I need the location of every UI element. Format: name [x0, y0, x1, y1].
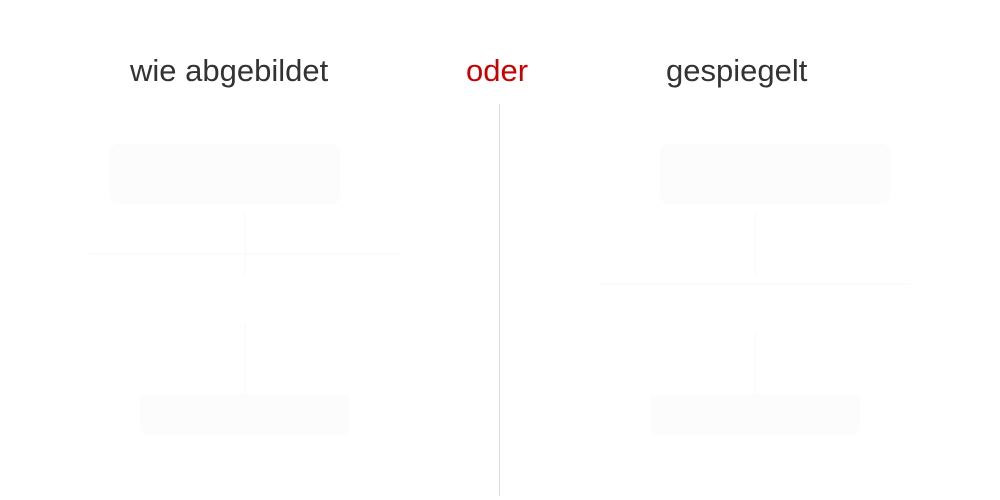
mirrored-preview-panel — [500, 104, 1000, 496]
as-shown-faint-outline — [89, 144, 401, 434]
or-separator-label: oder — [466, 53, 529, 88]
option-mirrored-label: gespiegelt — [666, 53, 808, 88]
vertical-divider — [499, 104, 500, 496]
option-as-shown-label: wie abgebildet — [130, 53, 329, 88]
mirrored-faint-outline — [599, 144, 911, 434]
as-shown-preview-panel — [0, 104, 499, 496]
